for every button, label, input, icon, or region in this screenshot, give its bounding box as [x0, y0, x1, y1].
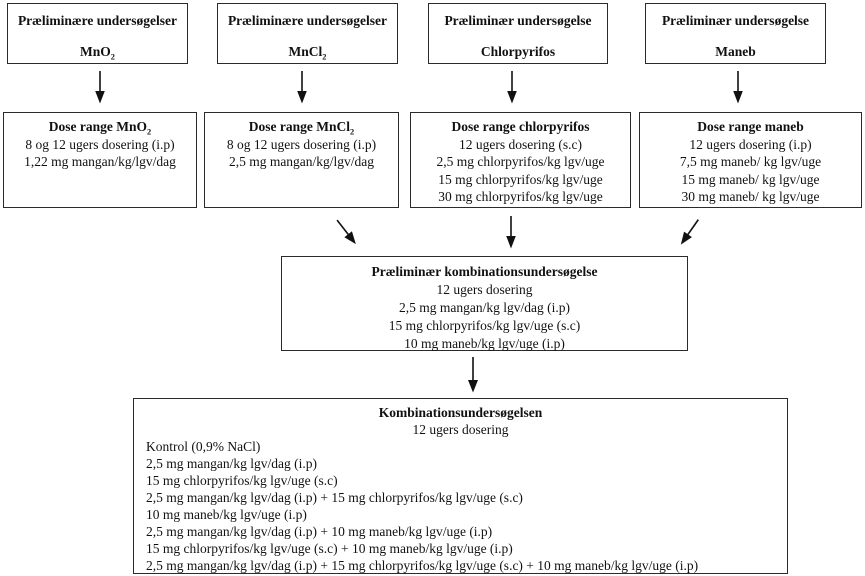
- dose-line: 2,5 mg chlorpyrifos/kg lgv/uge: [436, 154, 605, 169]
- box-title: Dose range MnO2: [4, 118, 196, 136]
- box-title-text: Præliminær undersøgelse: [444, 13, 592, 28]
- dose-line: 30 mg chlorpyrifos/kg lgv/uge: [438, 189, 603, 204]
- dose-line: 8 og 12 ugers dosering (i.p): [25, 136, 175, 152]
- title-subscript: 2: [350, 127, 355, 137]
- arrow-down-icon: [295, 71, 309, 104]
- box-title: Præliminær undersøgelse: [429, 13, 607, 29]
- final-combination-box: Kombinationsundersøgelsen 12 ugers doser…: [133, 398, 788, 574]
- treatment-group-line: 15 mg chlorpyrifos/kg lgv/uge (s.c): [146, 473, 338, 488]
- box-title: Præliminære undersøgelser: [8, 13, 187, 29]
- box-subtitle: 12 ugers dosering: [412, 422, 509, 437]
- box-title: Præliminære undersøgelser: [218, 13, 397, 29]
- treatment-group-line: 2,5 mg mangan/kg lgv/dag (i.p): [146, 456, 317, 471]
- compound-subscript: 2: [110, 52, 115, 62]
- compound-text: Chlorpyrifos: [480, 44, 556, 59]
- compound-text: Maneb: [715, 44, 756, 59]
- box-title: Dose range chlorpyrifos: [411, 118, 630, 136]
- box-title-text: Dose range MnO: [48, 119, 148, 134]
- compound-label: Maneb: [646, 44, 825, 60]
- title-subscript: 2: [147, 127, 152, 137]
- arrow-down-right-icon: [330, 214, 361, 249]
- compound-label: Chlorpyrifos: [429, 44, 607, 60]
- combo-line: 12 ugers dosering: [436, 282, 533, 297]
- treatment-group-line: Kontrol (0,9% NaCl): [146, 439, 261, 454]
- dose-range-box-maneb: Dose range maneb 12 ugers dosering (i.p)…: [639, 112, 862, 208]
- arrow-down-icon: [504, 216, 518, 249]
- arrow-down-icon: [466, 357, 480, 393]
- arrow-down-left-icon: [675, 214, 705, 249]
- box-title: Dose range MnCl2: [205, 118, 398, 136]
- treatment-group-line: 2,5 mg mangan/kg lgv/dag (i.p) + 10 mg m…: [146, 524, 493, 539]
- dose-line: 30 mg maneb/ kg lgv/uge: [681, 189, 820, 204]
- box-title-text: Præliminære undersøgelser: [17, 13, 178, 28]
- arrow-down-icon: [505, 71, 519, 104]
- dose-line: 15 mg maneb/ kg lgv/uge: [681, 171, 820, 187]
- compound-label: MnCl2: [218, 44, 397, 62]
- prelim-box-chlorpyrifos: Præliminær undersøgelse Chlorpyrifos: [428, 3, 608, 64]
- dose-line: 12 ugers dosering (i.p): [689, 136, 812, 152]
- combo-line: 10 mg maneb/kg lgv/uge (i.p): [404, 336, 565, 351]
- treatment-group-line: 10 mg maneb/kg lgv/uge (i.p): [146, 507, 307, 522]
- box-title: Dose range maneb: [640, 118, 861, 136]
- box-title-text: Dose range maneb: [697, 119, 804, 134]
- dose-range-box-mno2: Dose range MnO2 8 og 12 ugers dosering (…: [3, 112, 197, 208]
- compound-text: MnO: [80, 44, 111, 59]
- dose-line: 12 ugers dosering (s.c): [459, 136, 582, 152]
- box-title: Præliminær undersøgelse: [646, 13, 825, 29]
- box-title-text: Præliminære undersøgelser: [227, 13, 388, 28]
- dose-line: 15 mg chlorpyrifos/kg lgv/uge: [438, 171, 603, 187]
- prelim-combination-box: Præliminær kombinationsundersøgelse 12 u…: [281, 256, 688, 351]
- box-title-text: Dose range chlorpyrifos: [451, 119, 590, 134]
- treatment-group-line: 2,5 mg mangan/kg lgv/dag (i.p) + 15 mg c…: [146, 558, 699, 573]
- dose-line: 1,22 mg mangan/kg/lgv/dag: [24, 154, 176, 169]
- arrow-down-icon: [93, 71, 107, 104]
- dose-line: 2,5 mg mangan/kg/lgv/dag: [228, 154, 375, 169]
- dose-range-box-chlorpyrifos: Dose range chlorpyrifos 12 ugers doserin…: [410, 112, 631, 208]
- combo-line: 15 mg chlorpyrifos/kg lgv/uge (s.c): [388, 318, 581, 333]
- compound-label: MnO2: [8, 44, 187, 62]
- treatment-group-line: 2,5 mg mangan/kg lgv/dag (i.p) + 15 mg c…: [146, 490, 523, 505]
- box-title: Præliminær kombinationsundersøgelse: [371, 264, 598, 279]
- box-title-text: Dose range MnCl: [248, 119, 351, 134]
- compound-subscript: 2: [322, 52, 327, 62]
- treatment-group-line: 15 mg chlorpyrifos/kg lgv/uge (s.c) + 10…: [146, 541, 513, 556]
- prelim-box-mncl2: Præliminære undersøgelser MnCl2: [217, 3, 398, 64]
- arrow-down-icon: [731, 71, 745, 104]
- box-title: Kombinationsundersøgelsen: [378, 405, 543, 420]
- prelim-box-mno2: Præliminære undersøgelser MnO2: [7, 3, 188, 64]
- dose-line: 8 og 12 ugers dosering (i.p): [226, 136, 377, 152]
- combo-line: 2,5 mg mangan/kg lgv/dag (i.p): [399, 300, 570, 315]
- dose-line: 7,5 mg maneb/ kg lgv/uge: [679, 154, 822, 169]
- prelim-box-maneb: Præliminær undersøgelse Maneb: [645, 3, 826, 64]
- compound-text: MnCl: [288, 44, 323, 59]
- dose-range-box-mncl2: Dose range MnCl2 8 og 12 ugers dosering …: [204, 112, 399, 208]
- box-title-text: Præliminær undersøgelse: [661, 13, 810, 28]
